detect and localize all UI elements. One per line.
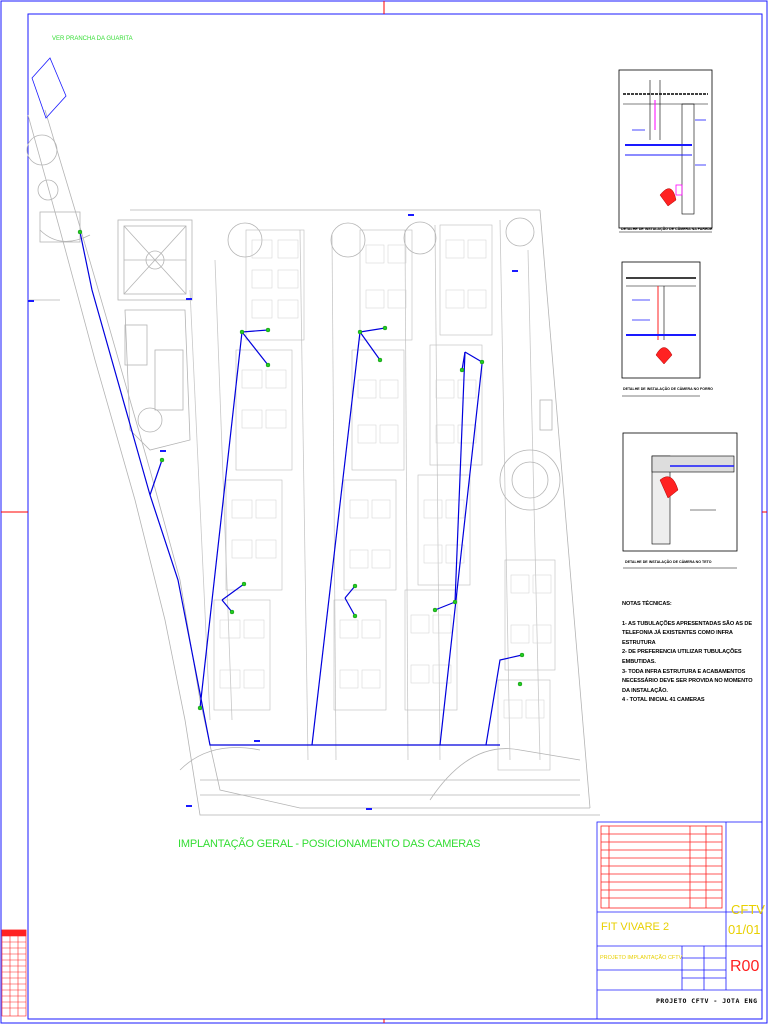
camera-marker (377, 357, 383, 363)
camera-marker (479, 359, 485, 365)
camera-marker (459, 367, 465, 373)
camera-symbols (77, 229, 525, 711)
note-item: 1- AS TUBULAÇÕES APRESENTADAS SÃO AS DE … (622, 620, 752, 646)
guard-house-reference: VER PRANCHA DA GUARITA (52, 36, 133, 42)
camera-marker (229, 609, 235, 615)
detail-caption-roof: DETALHE DE INSTALAÇÃO DE CÂMERA NO TETO (625, 560, 712, 564)
note-item: 3- TODA INFRA ESTRUTURA E ACABAMENTOS NE… (622, 668, 753, 694)
camera-marker (357, 329, 363, 335)
note-item: 4 - TOTAL INICIAL 41 CAMERAS (622, 697, 705, 704)
notes-title: NOTAS TÉCNICAS: (622, 601, 672, 607)
camera-marker (382, 325, 388, 331)
camera-marker (265, 327, 271, 333)
camera-marker (239, 329, 245, 335)
technical-notes: NOTAS TÉCNICAS: 1- AS TUBULAÇÕES APRESEN… (622, 600, 754, 706)
title-block-footer: PROJETO CFTV - JOTA ENG (656, 997, 758, 1005)
title-block-revision: R00 (730, 958, 760, 975)
detail-roof-camera (622, 432, 738, 569)
camera-marker (432, 607, 438, 613)
revision-table (1, 929, 27, 1017)
building-blocks (213, 224, 556, 771)
camera-marker (197, 705, 203, 711)
camera-marker (352, 583, 358, 589)
inner-border (27, 13, 763, 1020)
camera-marker (519, 652, 525, 658)
conduit-network (79, 231, 523, 746)
site-plan (26, 57, 600, 816)
title-block-project-name: FIT VIVARE 2 (601, 921, 670, 933)
camera-marker (241, 581, 247, 587)
detail-caption-ceiling: DETALHE DE INSTALAÇÃO DE CÂMERA NO FORRO (623, 387, 713, 391)
detail-ceiling-camera (621, 261, 701, 397)
camera-marker (77, 229, 83, 235)
camera-marker (452, 599, 458, 605)
house-outlines (219, 239, 552, 719)
camera-marker (159, 457, 165, 463)
camera-marker (265, 362, 271, 368)
title-block-discipline: CFTV (731, 902, 765, 917)
camera-marker (517, 681, 523, 687)
title-block (596, 821, 763, 1020)
title-block-project-subtitle: PROJETO IMPLANTAÇÃO CFTV (600, 955, 683, 961)
note-item: 2- DE PREFERENCIA UTILIZAR TUBULAÇÕES EM… (622, 649, 742, 665)
detail-caption-wall: DETALHE DE INSTALAÇÃO DE CÂMERA NA PARED… (621, 227, 713, 231)
detail-wall-camera (618, 69, 713, 233)
title-block-sheet-number: 01/01 (728, 922, 761, 937)
drawing-title: IMPLANTAÇÃO GERAL - POSICIONAMENTO DAS C… (178, 838, 481, 850)
camera-marker (352, 613, 358, 619)
conduit-tags (28, 214, 518, 810)
